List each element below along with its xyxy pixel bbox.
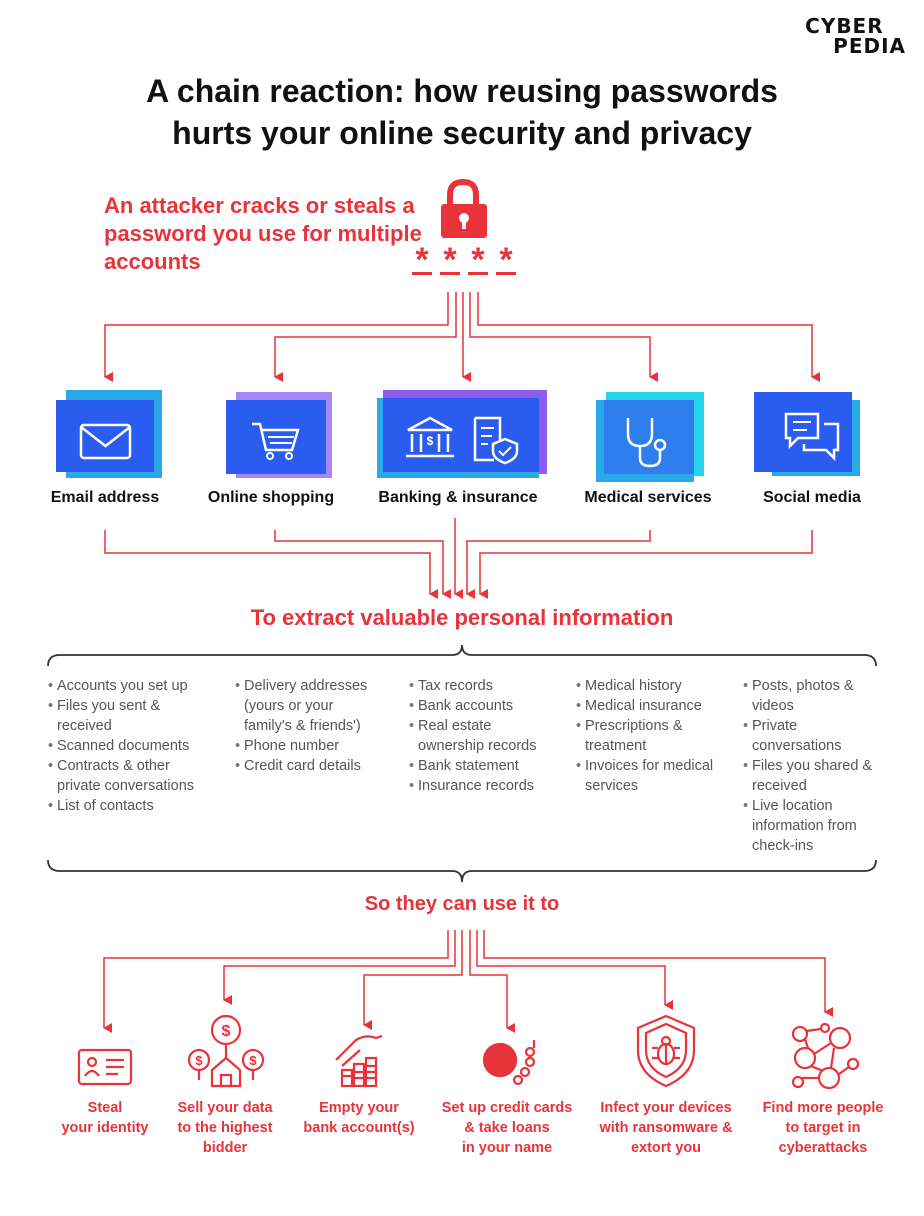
list-item: Accounts you set up (48, 676, 213, 696)
title-line1: A chain reaction: how reusing passwords (146, 73, 778, 109)
info-column-medical: Medical history Medical insurance Prescr… (576, 676, 726, 796)
list-item: Invoices for medical services (576, 756, 726, 796)
list-item: Medical insurance (576, 696, 726, 716)
list-item: Scanned documents (48, 736, 213, 756)
outcome-label-line: Empty your (319, 1100, 399, 1116)
outcome-label-line: to the highest (177, 1120, 273, 1136)
info-column-banking: Tax records Bank accounts Real estate ow… (409, 676, 559, 796)
list-item: Bank accounts (409, 696, 559, 716)
title-line2: hurts your online security and privacy (172, 115, 752, 151)
list-item: Prescriptions & treatment (576, 716, 726, 756)
password-mask: * * * * (412, 243, 516, 277)
list-item: Posts, photos & videos (743, 676, 878, 716)
list-item: Phone number (235, 736, 385, 756)
list-item: Files you shared & received (743, 756, 878, 796)
outcome-label-line: Sell your data (177, 1100, 273, 1116)
outcome-label-line: & take loans (464, 1120, 550, 1136)
mask-char: * (412, 243, 432, 277)
outcome-label-identity: Steal your identity (61, 1098, 148, 1138)
info-column-shopping: Delivery addresses (yours or your family… (235, 676, 385, 776)
info-column-social: Posts, photos & videos Private conversat… (743, 676, 878, 856)
mask-char: * (496, 243, 516, 277)
outcome-label-line: to target in (785, 1120, 861, 1136)
outcome-label-credit: Set up credit cards & take loans in your… (442, 1098, 573, 1158)
outcome-label-sell-data: Sell your data to the highest bidder (177, 1098, 272, 1158)
outcome-label-line: Infect your devices (600, 1100, 732, 1116)
list-item: Private conversations (743, 716, 878, 756)
list-item: Medical history (576, 676, 726, 696)
extract-heading: To extract valuable personal information (250, 605, 674, 630)
outcome-label-targets: Find more people to target in cyberattac… (763, 1098, 884, 1158)
cyberpedia-logo: CYBER PEDIA (805, 16, 906, 56)
list-item: Bank statement (409, 756, 559, 776)
outcome-label-line: with ransomware & (599, 1120, 733, 1136)
list-item: Credit card details (235, 756, 385, 776)
list-item: Contracts & other private conversations (48, 756, 213, 796)
outcome-label-line: Find more people (762, 1100, 884, 1116)
outcome-label-line: your identity (61, 1120, 149, 1136)
list-item: List of contacts (48, 796, 213, 816)
service-label-social: Social media (763, 489, 861, 506)
list-item: Files you sent & received (48, 696, 213, 736)
info-column-email: Accounts you set up Files you sent & rec… (48, 676, 213, 816)
outcome-label-line: bidder (202, 1140, 248, 1156)
outcome-label-line: Set up credit cards (441, 1100, 573, 1116)
logo-line2: PEDIA (833, 34, 906, 58)
list-item: Delivery addresses (yours or your family… (235, 676, 385, 736)
page-title: A chain reaction: how reusing passwords … (0, 70, 924, 154)
service-label-banking: Banking & insurance (378, 489, 538, 506)
outcome-label-line: bank account(s) (303, 1120, 415, 1136)
outcome-label-line: in your name (461, 1140, 553, 1156)
mask-char: * (440, 243, 460, 277)
list-item: Real estate ownership records (409, 716, 559, 756)
logo-line1: CYBER (805, 14, 884, 38)
service-label-email: Email address (50, 489, 160, 506)
outcome-label-bank: Empty your bank account(s) (303, 1098, 414, 1138)
service-label-shopping: Online shopping (207, 489, 335, 506)
list-item: Insurance records (409, 776, 559, 796)
outcome-label-line: extort you (630, 1140, 702, 1156)
list-item: Live location information from check-ins (743, 796, 878, 856)
list-item: Tax records (409, 676, 559, 696)
mask-char: * (468, 243, 488, 277)
outcome-label-ransomware: Infect your devices with ransomware & ex… (600, 1098, 733, 1158)
outcome-label-line: cyberattacks (778, 1140, 868, 1156)
use-heading: So they can use it to (364, 893, 560, 915)
outcome-label-line: Steal (87, 1100, 123, 1116)
service-label-medical: Medical services (584, 489, 712, 506)
attacker-text: An attacker cracks or steals a password … (104, 193, 422, 274)
